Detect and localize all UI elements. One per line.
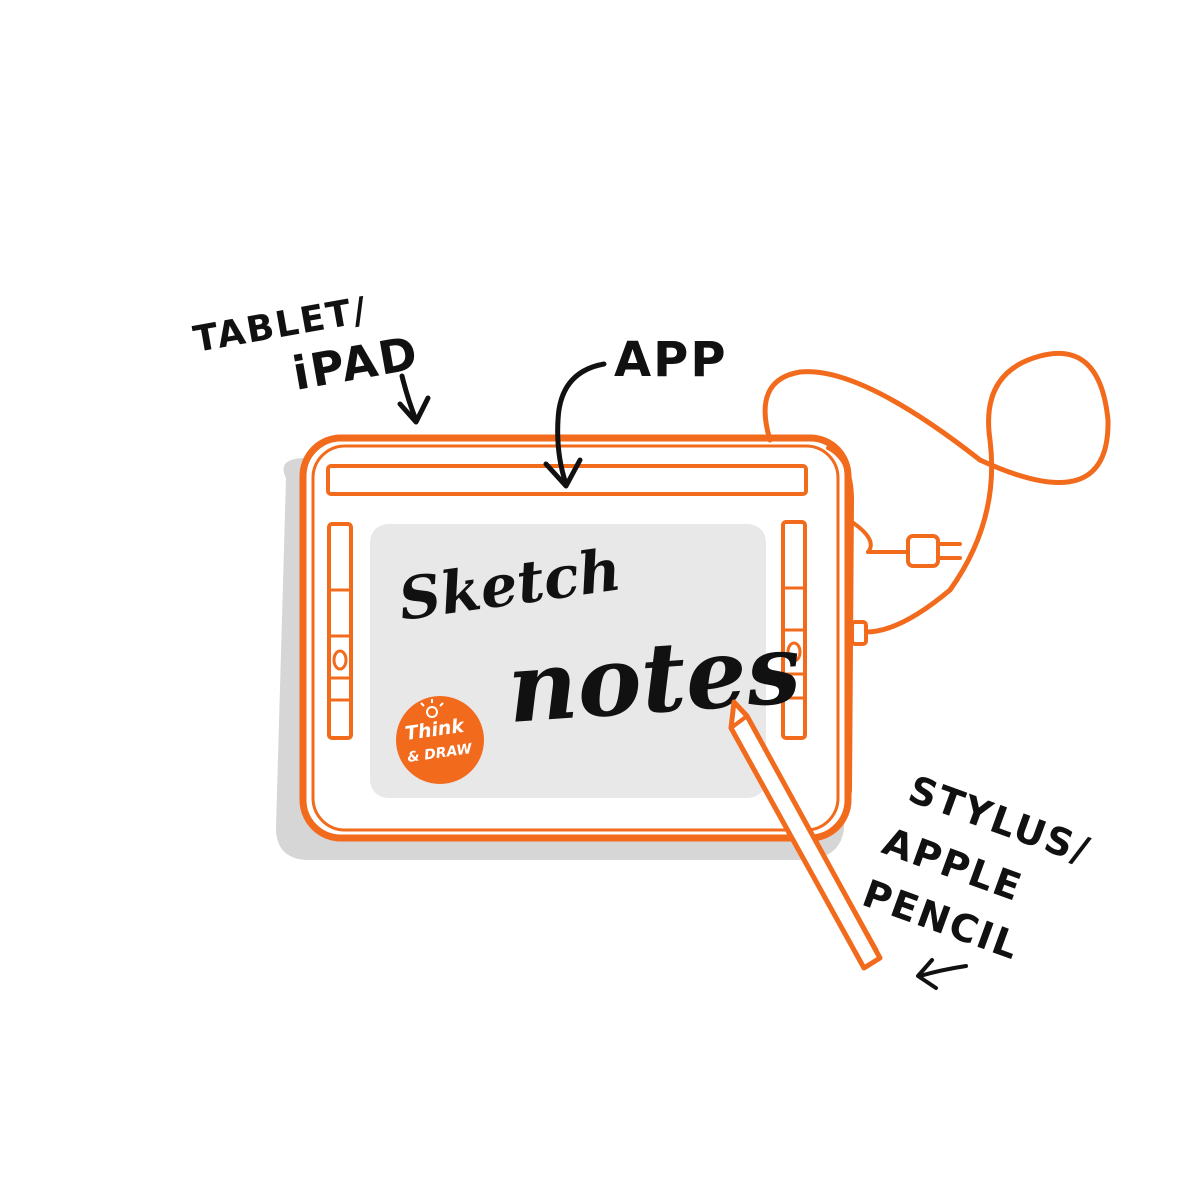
- cable-icon: [762, 350, 1111, 635]
- screen-word-notes: notes: [504, 612, 804, 745]
- stylus-icon: [728, 699, 883, 971]
- arrow-curved-icon: [543, 361, 607, 489]
- lightbulb-icon: [420, 699, 444, 718]
- right-toolbar: [781, 520, 807, 740]
- tablet-inner-frame: [311, 444, 840, 832]
- left-toolbar: [327, 522, 353, 740]
- left-toolbar-button-icon: [332, 649, 348, 671]
- label-app: APP: [614, 332, 728, 388]
- think-and-draw-logo: Think & DRAW: [396, 696, 484, 784]
- plug-icon: [866, 534, 962, 568]
- arrow-down-icon: [397, 373, 431, 425]
- cable-port: [850, 620, 868, 646]
- right-toolbar-button-icon: [786, 641, 802, 663]
- arrow-left-icon: [916, 958, 968, 990]
- tablet-side-edge: [824, 446, 854, 838]
